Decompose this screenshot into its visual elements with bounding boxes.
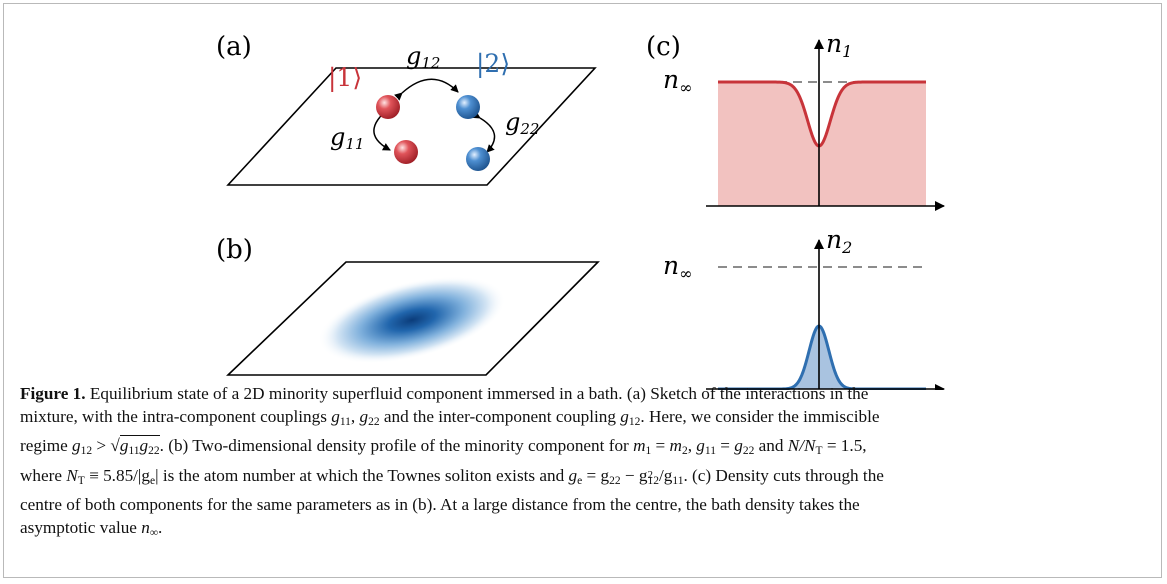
caption-line-4: where NT ≡ 5.85/|ge| is the atom number … — [20, 465, 884, 487]
state-1-label: |1⟩ — [328, 63, 362, 93]
n2-axis-label: n2 — [826, 225, 852, 257]
red-particle-1 — [376, 95, 400, 119]
density-profile-blob — [318, 276, 506, 364]
panel-c-label: (c) — [646, 32, 681, 62]
g11-label: g11 — [330, 123, 364, 153]
n2-fill — [718, 326, 926, 389]
n1-cutout — [718, 80, 926, 146]
caption-figure-label: Figure 1. — [20, 384, 86, 403]
caption-line-1: Figure 1. Equilibrium state of a 2D mino… — [20, 382, 1140, 405]
caption-line-5: centre of both components for the same p… — [20, 494, 860, 514]
ninf-label-top: n∞ — [663, 65, 692, 97]
figure-frame — [3, 3, 1162, 578]
caption-text-1: Equilibrium state of a 2D minority super… — [85, 384, 869, 403]
n1-profile-line — [718, 80, 926, 148]
sqrt-symbol: √ — [110, 436, 120, 456]
g12-label: g12 — [406, 42, 440, 72]
state-2-label: |2⟩ — [476, 49, 510, 79]
caption-text-2c: . Here, we consider the immiscible — [640, 407, 880, 427]
caption-line-6: asymptotic value n∞. — [20, 518, 163, 540]
caption-line-3: regime g12 > √g11g22. (b) Two-dimensiona… — [20, 435, 867, 458]
panel-c: (c) n1 n∞ n2 n∞ — [646, 29, 945, 390]
caption-text-2b: and the inter-component coupling — [379, 407, 621, 427]
figure-caption: Figure 1. Equilibrium state of a 2D mino… — [20, 382, 1140, 545]
figure-graphics: (a) |1⟩ |2⟩ g12 g11 g22 (b) (c) — [216, 29, 945, 390]
plane-a — [226, 67, 597, 186]
caption-text-2a: mixture, with the intra-component coupli… — [20, 407, 332, 427]
g11-arrow — [373, 109, 391, 151]
red-particle-2 — [394, 140, 418, 164]
ninf-label-bottom: n∞ — [663, 251, 692, 283]
caption-line-2: mixture, with the intra-component coupli… — [20, 407, 880, 429]
panel-b-label: (b) — [216, 235, 253, 265]
panel-a: (a) |1⟩ |2⟩ g12 g11 g22 — [216, 32, 597, 186]
blue-particle-1 — [456, 95, 480, 119]
g22-label: g22 — [505, 108, 539, 138]
g22-arrow — [471, 110, 496, 153]
panel-b: (b) — [216, 235, 600, 376]
panel-a-label: (a) — [216, 32, 252, 62]
n1-axis-label: n1 — [826, 29, 852, 61]
g12-arrow — [394, 78, 459, 101]
blue-particle-2 — [466, 147, 490, 171]
